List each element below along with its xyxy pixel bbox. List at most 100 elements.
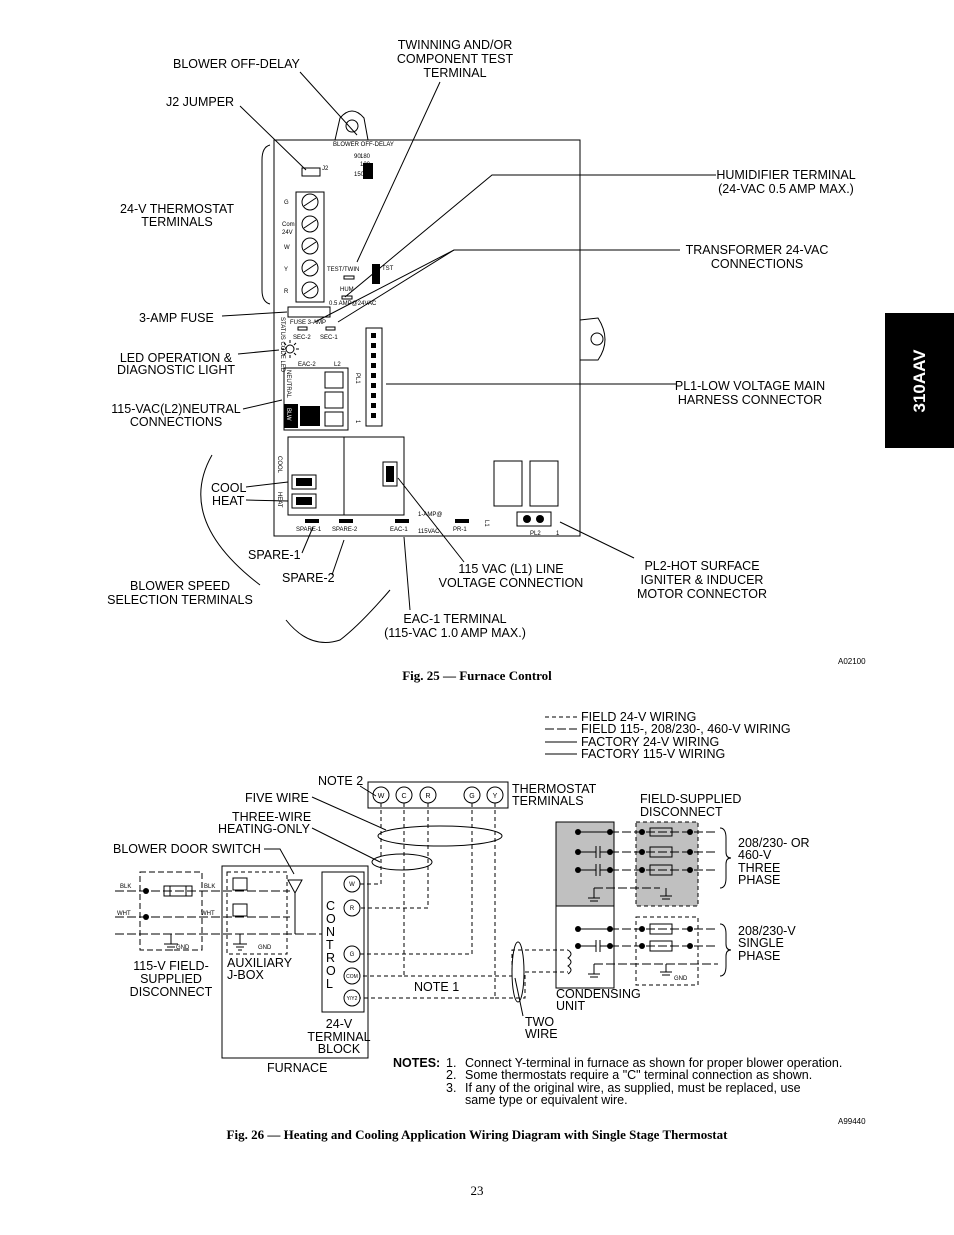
note-2: Some thermostats require a "C" terminal … xyxy=(465,1068,812,1082)
svg-text:W: W xyxy=(349,882,355,888)
spare2-text: SPARE-2 xyxy=(332,527,358,533)
label-two-wire-1: TWO xyxy=(525,1015,554,1029)
svg-text:R: R xyxy=(326,951,335,965)
label-three-wire-2: HEATING-ONLY xyxy=(218,822,311,836)
blk2: BLK xyxy=(204,884,215,890)
svg-text:R: R xyxy=(350,906,355,912)
j2-text: J2 xyxy=(322,166,329,172)
label-spare2: SPARE-2 xyxy=(282,571,335,585)
term-w: W xyxy=(284,245,290,251)
eac2-text: EAC-2 xyxy=(298,362,316,368)
term-24v: 24V xyxy=(282,230,293,236)
label-twinning-2: COMPONENT TEST xyxy=(397,52,514,66)
sec1: SEC-1 xyxy=(320,335,338,341)
label-fuse: 3-AMP FUSE xyxy=(139,311,214,325)
fuse-label: FUSE 3-AMP xyxy=(290,320,326,326)
svg-text:C: C xyxy=(326,899,335,913)
hum: HUM xyxy=(340,287,354,293)
svg-text:N: N xyxy=(326,925,335,939)
gnd2: GND xyxy=(258,945,272,951)
label-disc115-3: DISCONNECT xyxy=(130,985,213,999)
tstat-g: G xyxy=(469,793,474,800)
label-two-wire-2: WIRE xyxy=(525,1027,558,1041)
term-r: R xyxy=(284,289,289,295)
label-transformer-2: CONNECTIONS xyxy=(711,257,803,271)
fig25-leaders xyxy=(200,71,716,643)
fig25-id: A02100 xyxy=(838,657,866,666)
label-three-wire-1: THREE-WIRE xyxy=(232,810,311,824)
label-twinning-1: TWINNING AND/OR xyxy=(398,38,513,52)
amp1-text: 1-AMP@ xyxy=(418,512,442,518)
label-blower-door: BLOWER DOOR SWITCH xyxy=(113,842,261,856)
neutral-text: NEUTRAL xyxy=(285,370,291,399)
pl1-pin1: 1 xyxy=(354,420,360,424)
pl1-pins xyxy=(371,333,376,418)
label-blower-speed-1: BLOWER SPEED xyxy=(130,579,230,593)
svg-text:L: L xyxy=(326,977,333,991)
label-eac1-2: (115-VAC 1.0 AMP MAX.) xyxy=(384,626,526,640)
label-1ph-3: PHASE xyxy=(738,949,780,963)
fig26-leaders xyxy=(264,785,524,1017)
test-twin: TEST/TWIN xyxy=(327,267,359,273)
wht1: WHT xyxy=(117,911,131,917)
tst: TST xyxy=(382,266,394,272)
page-number: 23 xyxy=(471,1183,484,1198)
terminal-block xyxy=(321,871,365,1013)
svg-text:O: O xyxy=(326,964,336,978)
label-pl1-2: HARNESS CONNECTOR xyxy=(678,393,822,407)
block-terminals: W R G COM Y/Y2 xyxy=(343,875,361,1007)
label-transformer-1: TRANSFORMER 24-VAC xyxy=(686,243,829,257)
label-disc115-1: 115-V FIELD- xyxy=(133,959,209,973)
note-3b: same type or equivalent wire. xyxy=(465,1093,628,1107)
label-led-2: DIAGNOSTIC LIGHT xyxy=(117,363,235,377)
hum-rating: 0.5 AMP@24VAC xyxy=(329,301,377,307)
legend-field-24v: FIELD 24-V WIRING xyxy=(581,710,696,724)
label-pl2-2: IGNITER & INDUCER xyxy=(641,573,764,587)
l2-text: L2 xyxy=(334,362,341,368)
pl2-text: PL2 xyxy=(530,531,541,537)
fig26-caption: Fig. 26 — Heating and Cooling Applicatio… xyxy=(227,1127,729,1142)
svg-text:COM: COM xyxy=(346,974,358,980)
delay-150: 150 xyxy=(354,172,365,178)
label-thermostat-1: THERMOSTAT xyxy=(512,782,597,796)
terminal-screws xyxy=(301,193,319,299)
pr1-text: PR-1 xyxy=(453,527,467,533)
label-furnace: FURNACE xyxy=(267,1061,327,1075)
label-note2: NOTE 2 xyxy=(318,774,363,788)
delay-120: 120 xyxy=(360,162,371,168)
legend-field-115v: FIELD 115-, 208/230-, 460-V WIRING xyxy=(581,722,791,736)
wiring-legend: FIELD 24-V WIRING FIELD 115-, 208/230-, … xyxy=(545,710,791,761)
vac115-text: 115VAC xyxy=(418,529,440,535)
l1-text: L1 xyxy=(483,520,489,527)
label-tb-1: 24-V xyxy=(326,1017,353,1031)
label-line-2: VOLTAGE CONNECTION xyxy=(439,576,584,590)
spare1-text: SPARE-1 xyxy=(296,527,322,533)
field-24v-wires xyxy=(360,803,568,999)
legend-factory-115v: FACTORY 115-V WIRING xyxy=(581,747,725,761)
label-five-wire: FIVE WIRE xyxy=(245,791,309,805)
svg-text:2.: 2. xyxy=(446,1068,456,1082)
label-field-disc-1: FIELD-SUPPLIED xyxy=(640,792,741,806)
blk1: BLK xyxy=(120,884,131,890)
gnd1: GND xyxy=(176,945,190,951)
field-disconnect-1ph xyxy=(594,916,718,986)
status-led: STATUS CODE LED xyxy=(279,317,285,373)
label-pl2-3: MOTOR CONNECTOR xyxy=(637,587,767,601)
label-tb-3: BLOCK xyxy=(318,1042,361,1056)
notes-title: NOTES: xyxy=(393,1056,440,1070)
label-humidifier-2: (24-VAC 0.5 AMP MAX.) xyxy=(718,182,854,196)
svg-text:T: T xyxy=(326,938,334,952)
label-1ph-1: 208/230-V xyxy=(738,924,796,938)
blw-text: BLW xyxy=(285,408,291,421)
label-heat: HEAT xyxy=(212,494,245,508)
label-1ph-2: SINGLE xyxy=(738,936,784,950)
label-humidifier-1: HUMIDIFIER TERMINAL xyxy=(716,168,855,182)
delay-180: 180 xyxy=(360,154,371,160)
control-letters: C O N T R O L xyxy=(326,899,336,991)
svg-text:Y/Y2: Y/Y2 xyxy=(347,996,358,1002)
fig25-callouts: BLOWER OFF-DELAY TWINNING AND/OR COMPONE… xyxy=(107,38,856,640)
label-3ph-1: 208/230- OR xyxy=(738,836,810,850)
label-spare1: SPARE-1 xyxy=(248,548,301,562)
term-y: Y xyxy=(284,267,288,273)
